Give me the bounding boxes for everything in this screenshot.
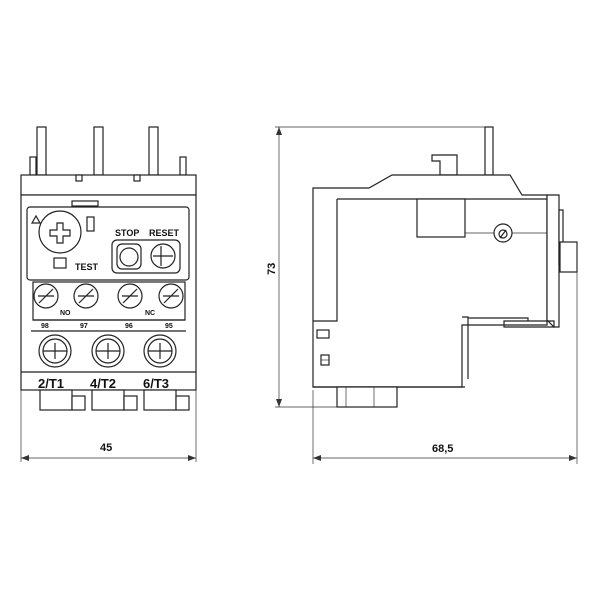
no-label: NO [60, 310, 71, 317]
terminal-95: 95 [165, 323, 173, 330]
side-pin [484, 126, 494, 176]
width-label: 45 [100, 442, 112, 454]
front-view: TEST STOP RESET NO NC 98 97 96 95 2/T1 4… [20, 126, 197, 462]
side-tab [336, 386, 398, 408]
top-plate [20, 174, 197, 196]
current-dial[interactable] [38, 210, 82, 254]
hook [431, 154, 458, 176]
depth-dimension: 68,5 [312, 242, 578, 464]
test-label: TEST [75, 262, 99, 272]
terminal-4-t2: 4/T2 [90, 376, 116, 391]
nc-label: NC [145, 310, 155, 317]
indicator-window [86, 216, 95, 232]
side-view: 73 68,5 [266, 126, 578, 464]
aux-screws [33, 283, 184, 309]
height-dimension: 73 [266, 126, 485, 408]
reset-label: RESET [149, 228, 180, 238]
dial-cross-icon [49, 222, 71, 244]
terminal-2-t1: 2/T1 [38, 376, 64, 391]
terminal-98: 98 [41, 323, 49, 330]
side-box [416, 198, 466, 238]
main-screws [38, 334, 177, 368]
terminal-96: 96 [125, 323, 133, 330]
side-stud [559, 241, 578, 273]
bottom-tabs [39, 389, 190, 411]
side-plate [546, 194, 560, 328]
stop-label: STOP [115, 228, 139, 238]
depth-label: 68,5 [432, 443, 453, 455]
top-pins [29, 126, 187, 176]
triangle-marker-icon [30, 214, 42, 224]
terminal-97: 97 [80, 323, 88, 330]
width-dimension: 45 [20, 390, 197, 462]
height-label: 73 [266, 263, 278, 275]
test-button[interactable] [53, 257, 67, 269]
terminal-6-t3: 6/T3 [143, 376, 169, 391]
